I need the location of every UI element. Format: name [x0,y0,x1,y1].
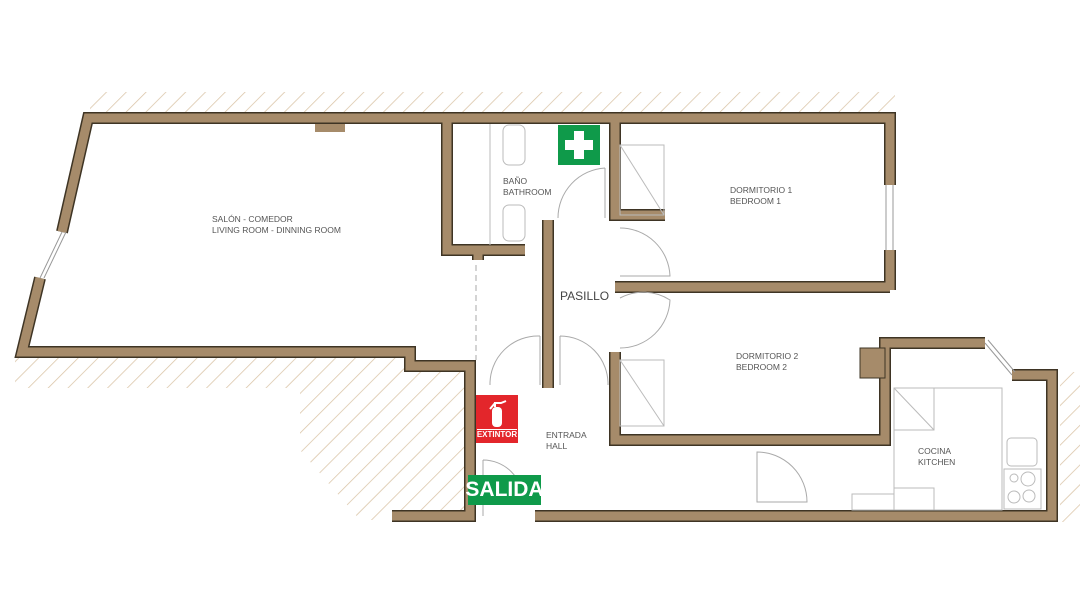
extinguisher-sign: EXTINTOR [476,395,518,443]
fixtures [489,124,1042,511]
exterior-hatch-right [1060,372,1080,522]
room-label-corridor: PASILLO [560,289,610,303]
bedroom1-label-es: DORMITORIO 1 [730,185,793,195]
kitchen-label-es: COCINA [918,446,952,456]
kitchen-label-en: KITCHEN [918,457,956,467]
bathroom-label-es: BAÑO [503,176,528,186]
exterior-hatch-top [90,92,895,112]
hall-label-es: ENTRADA [546,430,587,440]
living-label-es: SALÓN - COMEDOR [212,214,293,224]
first-aid-cross-icon [565,131,593,159]
living-label-en: LIVING ROOM - DINNING ROOM [212,225,341,235]
bedroom1-label-en: BEDROOM 1 [730,196,782,206]
exterior-hatch-left [15,358,465,520]
exit-sign: SALIDA [465,475,544,505]
windows [39,185,1016,376]
bathroom-label-en: BATHROOM [503,187,552,197]
first-aid-sign [558,125,600,165]
extinguisher-label: EXTINTOR [476,429,518,439]
hall-label-en: HALL [546,441,568,451]
bedroom2-label-en: BEDROOM 2 [736,362,788,372]
walls [14,112,1058,522]
bedroom2-label-es: DORMITORIO 2 [736,351,799,361]
fire-extinguisher-icon [489,400,507,427]
